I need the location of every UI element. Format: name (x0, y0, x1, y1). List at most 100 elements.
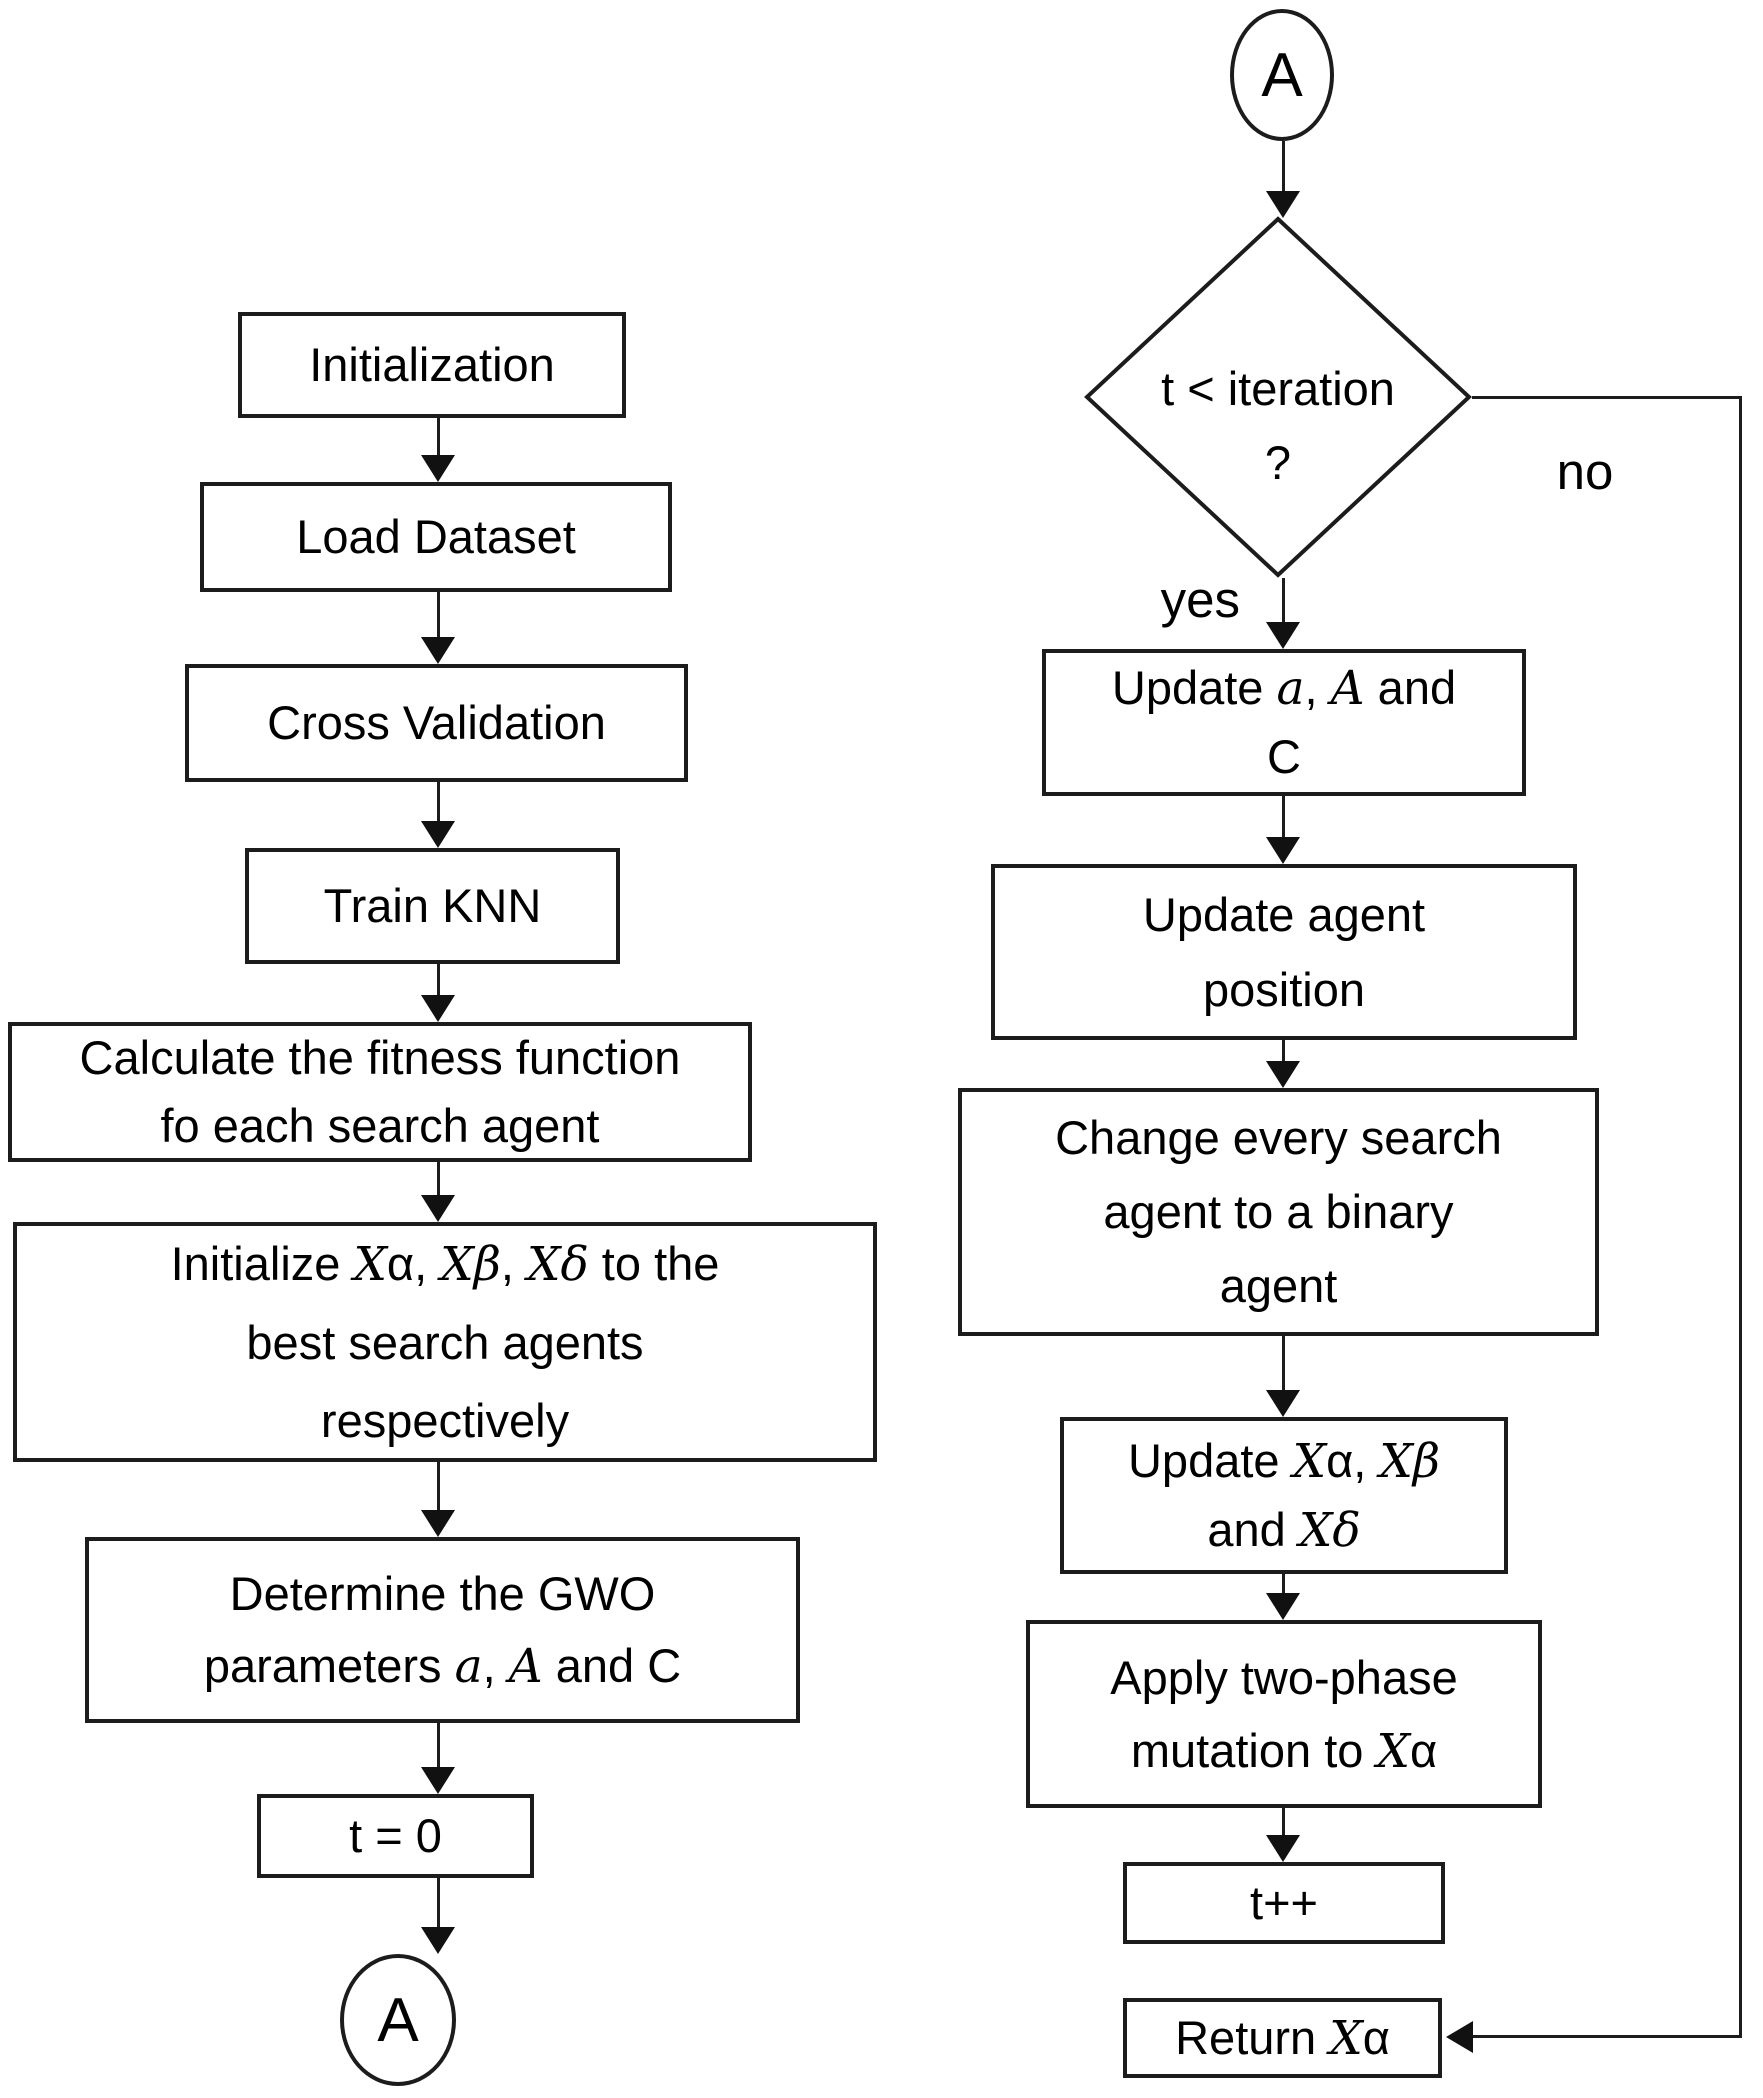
node-text-line: Determine the GWO (230, 1558, 656, 1630)
math-symbol: X (353, 1236, 387, 1292)
arrowhead-diamond (1266, 191, 1300, 218)
text-segment: ? (1264, 436, 1292, 489)
math-symbol: X (440, 1236, 474, 1292)
text-segment: and (1364, 661, 1457, 714)
node-text-line: t = 0 (349, 1802, 442, 1870)
text-segment: α (1362, 2010, 1390, 2064)
node-text-line: Train KNN (324, 872, 542, 940)
text-segment: , (482, 1638, 509, 1692)
text-segment: Update agent (1142, 888, 1426, 941)
arrowhead-connector-left (421, 1927, 455, 1954)
text-segment: Calculate the fitness function (79, 1031, 681, 1084)
text-segment: Initialization (309, 338, 555, 391)
node-text-line: position (1203, 952, 1365, 1027)
node-text-line: Update a, A and (1112, 654, 1456, 723)
node-text-line: C (1267, 723, 1301, 791)
edge-cross-to-train (437, 782, 440, 822)
node-text-line: Return Xα (1175, 2004, 1390, 2073)
text-segment: α (1409, 1723, 1438, 1777)
arrowhead-calc (421, 995, 455, 1022)
edge-apply-to-tpp (1282, 1808, 1285, 1836)
arrowhead-determine (421, 1510, 455, 1537)
node-text-line: Update Xα, Xβ (1128, 1427, 1440, 1496)
math-symbol: δ (560, 1236, 589, 1292)
edge-no-branch-top (1472, 396, 1742, 399)
text-segment: , (1304, 661, 1331, 714)
edge-change-to-updatex (1282, 1336, 1285, 1391)
text-segment: fo each search agent (160, 1099, 600, 1152)
edge-load-to-cross (437, 592, 440, 638)
math-symbol: X (1376, 1723, 1410, 1779)
node-text-line: Load Dataset (296, 503, 576, 571)
node-text-line: fo each search agent (161, 1092, 600, 1160)
process-calculate-fitness: Calculate the fitness function fo each se… (8, 1022, 752, 1162)
process-t-increment: t++ (1123, 1862, 1445, 1944)
text-segment: t < iteration (1161, 362, 1395, 415)
text-segment: Update (1127, 1433, 1293, 1487)
process-load-dataset: Load Dataset (200, 482, 672, 592)
process-cross-validation: Cross Validation (185, 664, 688, 782)
node-text-line: Cross Validation (267, 689, 606, 757)
math-symbol: a (454, 1638, 483, 1694)
edge-aac-to-position (1282, 796, 1285, 838)
arrowhead-train (421, 821, 455, 848)
node-text-line: agent to a binary (1103, 1175, 1453, 1249)
math-symbol: X (526, 1236, 561, 1292)
connector-label: A (1261, 40, 1303, 110)
math-symbol: a (1276, 661, 1305, 716)
math-symbol: X (1292, 1433, 1327, 1489)
node-text-line: mutation to Xα (1131, 1714, 1437, 1788)
arrowhead-update-position (1266, 837, 1300, 864)
math-symbol: X (1379, 1433, 1413, 1489)
connector-a-bottom-left: A (340, 1954, 456, 2086)
process-return-x-alpha: Return Xα (1123, 1998, 1442, 2078)
text-segment: t = 0 (349, 1809, 442, 1862)
decision-condition-text: t < iteration? (1084, 352, 1472, 500)
text-segment: agent (1219, 1259, 1338, 1312)
decision-diamond (1084, 216, 1472, 578)
text-segment: and C (542, 1638, 682, 1692)
text-segment: C (1267, 730, 1301, 783)
text-segment: Determine the GWO (229, 1566, 656, 1620)
edge-position-to-change (1282, 1040, 1285, 1062)
text-segment: Load Dataset (296, 510, 576, 563)
math-symbol: X (1298, 1502, 1333, 1558)
text-segment: Update (1111, 661, 1277, 714)
text-segment: , (500, 1236, 527, 1290)
edge-train-to-calc (437, 964, 440, 996)
arrowhead-return (1446, 2021, 1473, 2053)
node-text-line: and Xδ (1207, 1496, 1360, 1565)
arrowhead-tpp (1266, 1835, 1300, 1862)
node-text-line: Initialization (309, 331, 555, 399)
node-text-line: Apply two-phase (1110, 1641, 1457, 1714)
node-text-line: t < iteration (1084, 352, 1472, 426)
text-segment: and (1207, 1502, 1299, 1556)
text-segment: Change every search (1055, 1111, 1502, 1164)
node-text-line: t++ (1250, 1869, 1318, 1937)
node-text-line: respectively (321, 1382, 569, 1460)
node-text-line: parameters a, A and C (204, 1630, 681, 1703)
text-segment: , (414, 1236, 441, 1290)
text-segment: respectively (320, 1393, 570, 1447)
node-text-line: Change every search (1055, 1101, 1502, 1175)
text-segment: agent to a binary (1103, 1185, 1454, 1238)
process-train-knn: Train KNN (245, 848, 620, 964)
node-text-line: best search agents (246, 1304, 643, 1382)
arrowhead-initialize (421, 1195, 455, 1222)
arrowhead-cross (421, 637, 455, 664)
connector-a-top-right: A (1230, 9, 1334, 141)
math-symbol: X (1329, 2010, 1363, 2066)
text-segment: mutation to (1130, 1723, 1377, 1777)
process-t-equals-0: t = 0 (257, 1794, 534, 1878)
text-segment: t++ (1250, 1876, 1318, 1929)
label-yes: yes (1160, 571, 1240, 628)
text-segment: α, (1326, 1433, 1380, 1487)
text-segment: parameters (203, 1638, 455, 1692)
edge-no-branch-into-return (1472, 2035, 1742, 2038)
label-no: no (1556, 443, 1614, 500)
text-segment: Initialize (170, 1236, 354, 1290)
